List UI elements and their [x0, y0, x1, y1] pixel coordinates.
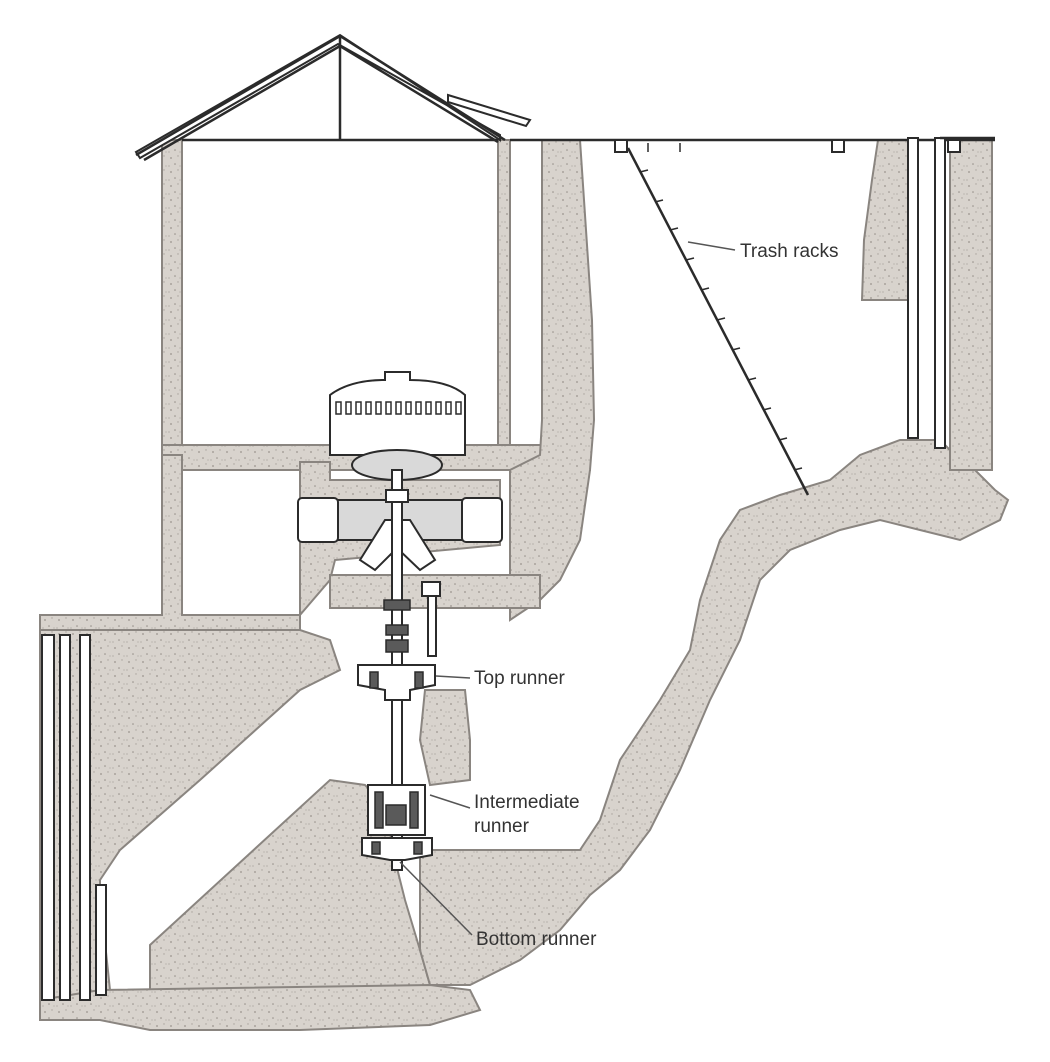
powerhouse-roof [134, 33, 532, 162]
bottom-runner-leader [399, 861, 473, 936]
top-runner-label: Top runner [474, 668, 566, 689]
tailrace-gate [41, 634, 107, 1001]
top-runner-leader [435, 675, 471, 679]
intermediate-runner-leader [429, 794, 471, 809]
top-runner [357, 664, 436, 701]
generator [329, 371, 466, 481]
trash-racks-label: Trash racks [740, 241, 839, 262]
lower-concrete-mass [39, 629, 471, 1001]
dam-wall [509, 139, 596, 622]
intermediate-runner [367, 784, 426, 836]
trash-racks-leader [687, 241, 736, 251]
intake-channel-floor [39, 439, 1010, 1031]
intermediate-runner-label-line2: runner [474, 816, 530, 837]
upstream-wall [860, 139, 993, 471]
intermediate-runner-label-line1: Intermediate [474, 792, 580, 813]
bottom-runner-label: Bottom runner [476, 929, 597, 950]
trash-rack [614, 139, 845, 496]
bottom-runner [361, 837, 433, 861]
upstream-gate [907, 136, 995, 449]
